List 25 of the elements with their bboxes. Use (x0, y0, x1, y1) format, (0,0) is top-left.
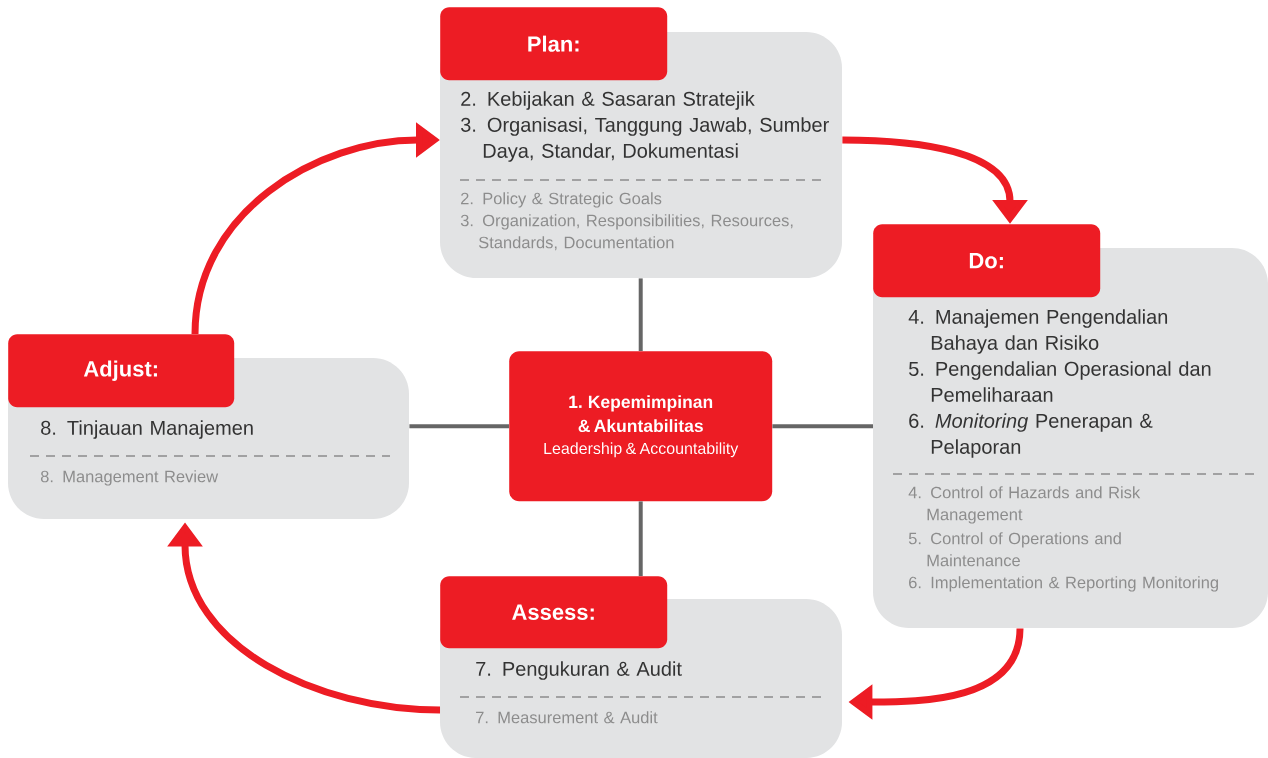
heading-tab: Plan: (440, 7, 668, 81)
center-heading: 1. Kepemimpinan & Akuntabilitas (569, 395, 713, 433)
translation-text: 4. Control of Hazards and Risk Management (908, 486, 1141, 524)
translation-text: 7. Measurement & Audit (476, 711, 658, 724)
heading-tab: Assess: (440, 576, 668, 649)
list-item: 8. Tinjauan Manajemen (41, 420, 253, 439)
translation-text: 5. Control of Operations and Maintenance (908, 532, 1121, 567)
list-item: 4. Manajemen Pengendalian Bahaya dan Risiko (908, 309, 1168, 354)
connector-line (638, 501, 643, 576)
translation-text: 6. Implementation & Reporting Monitoring (909, 576, 1218, 592)
heading-tab: Adjust: (8, 334, 235, 408)
list-item: 5. Pengendalian Operasional dan Pemeliharaan (909, 361, 1211, 402)
center-subtitle: Leadership & Accountability (544, 442, 739, 458)
list-item: 2. Kebijakan & Sasaran Stratejik (461, 91, 755, 110)
list-item: 7. Pengukuran & Audit (476, 661, 682, 680)
translation-text: 2. Policy & Strategic Goals (461, 192, 662, 208)
center-box (509, 351, 773, 502)
connector-line (409, 424, 509, 429)
translation-text: 3. Organization, Responsibilities, Resources, Standards, Documentation (460, 214, 793, 251)
heading-tab: Do: (873, 224, 1101, 298)
list-item: 3. Organisasi, Tanggung Jawab, Sumber Daya, Standar, Dokumentasi (461, 117, 829, 162)
translation-text: 8. Management Review (40, 470, 219, 486)
connector-line (772, 424, 873, 429)
list-item: 6. Monitoring Penerapan & Pelaporan (909, 413, 1153, 458)
connector-line (638, 278, 643, 351)
